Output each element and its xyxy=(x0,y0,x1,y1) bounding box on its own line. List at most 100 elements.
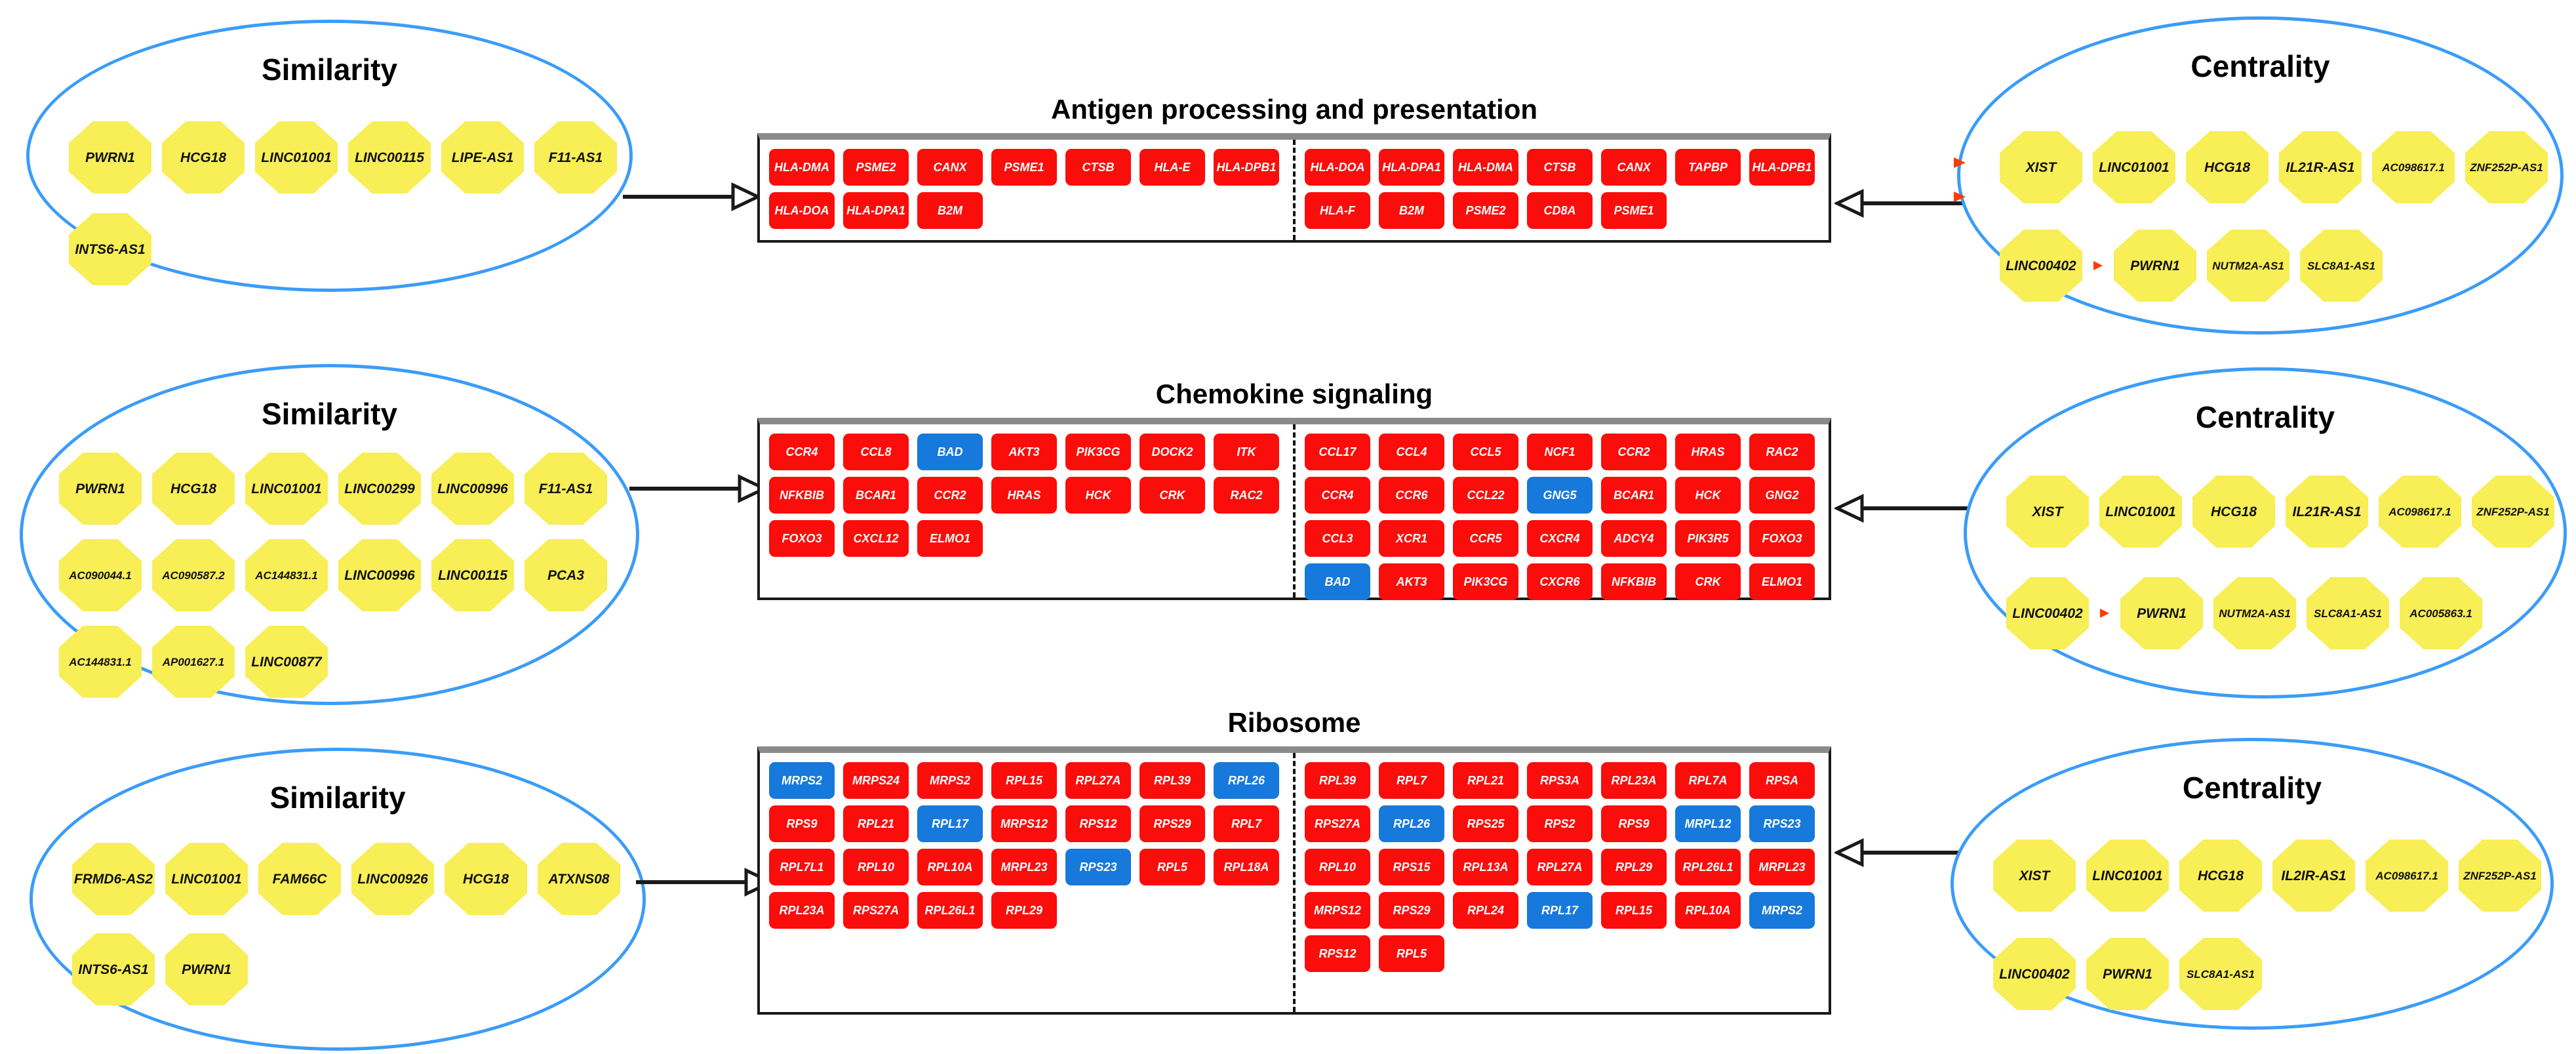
gene-chip: PSME1 xyxy=(1601,192,1667,229)
gene-chip: RPS9 xyxy=(769,805,835,842)
lnc-node: HCG18 xyxy=(2179,840,2262,912)
gene-chip: RPL18A xyxy=(1214,849,1279,885)
lnc-node: LINC00996 xyxy=(431,453,514,525)
gene-chip: HCK xyxy=(1675,477,1741,514)
gene-chip: HLA-DOA xyxy=(1305,149,1370,186)
gene-chip: RPL7 xyxy=(1214,805,1279,842)
gene-chip: PIK3CG xyxy=(1453,563,1518,600)
lnc-node-row: INTS6-AS1 xyxy=(69,213,617,285)
gene-chip: BAD xyxy=(1305,563,1370,600)
gene-chip: RAC2 xyxy=(1749,434,1815,470)
red-tick-icon xyxy=(1954,157,1966,168)
gene-chip: HCK xyxy=(1065,477,1131,514)
lnc-node: PWRN1 xyxy=(59,453,142,525)
gene-chip: RPL7 xyxy=(1379,762,1444,799)
lnc-node: XIST xyxy=(2000,131,2082,203)
lnc-node: F11-AS1 xyxy=(534,121,617,193)
gene-chip: RPS3A xyxy=(1527,762,1593,799)
gene-chip: GNG2 xyxy=(1749,477,1815,514)
lnc-node: XIST xyxy=(1993,840,2076,912)
lnc-node: ZNF252P-AS1 xyxy=(2459,840,2541,912)
lnc-node: PWRN1 xyxy=(165,933,248,1005)
lnc-node: LINC01001 xyxy=(2099,476,2182,548)
gene-chip: CCR5 xyxy=(1453,520,1518,557)
lnc-node: AP001627.1 xyxy=(152,626,235,698)
lnc-node: LINC00402 xyxy=(2006,577,2089,649)
gene-chip: RPL7L1 xyxy=(769,849,835,885)
gene-chip: CTSB xyxy=(1065,149,1131,186)
gene-chip: MRPL23 xyxy=(991,849,1057,885)
lnc-node: AC098617.1 xyxy=(2379,476,2461,548)
gene-chip: RPL29 xyxy=(991,892,1057,929)
lnc-node: F11-AS1 xyxy=(525,453,607,525)
gene-chip: RPL5 xyxy=(1139,849,1205,885)
similarity-to-pathway-arrow xyxy=(623,182,761,211)
gene-chip: CCL4 xyxy=(1379,434,1444,470)
gene-chip: CCL3 xyxy=(1305,520,1370,557)
lnc-node: NUTM2A-AS1 xyxy=(2213,577,2296,649)
lnc-node: AC005863.1 xyxy=(2400,577,2482,649)
gene-chip: PIK3CG xyxy=(1065,434,1131,470)
lnc-node: LINC00402 xyxy=(2000,230,2082,302)
gene-chip: HLA-DMA xyxy=(1453,149,1518,186)
lnc-node: LINC01001 xyxy=(2086,840,2169,912)
gene-chip: RPL24 xyxy=(1453,892,1518,929)
gene-chip: RPL23A xyxy=(1601,762,1667,799)
gene-chip: CRK xyxy=(1675,563,1741,600)
red-mark-icon xyxy=(2100,609,2109,618)
gene-chip: TAPBP xyxy=(1675,149,1741,186)
gene-chip: RPL23A xyxy=(769,892,835,929)
gene-chip: RPL27A xyxy=(1527,849,1593,885)
gene-chip: CCR4 xyxy=(1305,477,1370,514)
gene-chip: MRPS24 xyxy=(843,762,909,799)
gene-chip: CCL8 xyxy=(843,434,909,470)
lnc-node: LINC00402 xyxy=(1993,938,2076,1010)
gene-chip: NFKBIB xyxy=(769,477,835,514)
lnc-node: LINC00115 xyxy=(348,121,431,193)
gene-chip: HLA-DMA xyxy=(769,149,835,186)
lnc-node: LINC00926 xyxy=(351,843,434,915)
gene-chip: FOXO3 xyxy=(1749,520,1815,557)
gene-chip: RPL15 xyxy=(1601,892,1667,929)
gene-chip: HLA-F xyxy=(1305,192,1370,229)
gene-chip: RPS9 xyxy=(1601,805,1667,842)
gene-chip: CANX xyxy=(917,149,983,186)
gene-chip: GNG5 xyxy=(1527,477,1593,514)
gene-chip: HLA-E xyxy=(1139,149,1205,186)
gene-chip: MRPS2 xyxy=(769,762,835,799)
lnc-node: PWRN1 xyxy=(69,121,151,193)
gene-chip: PSME2 xyxy=(1453,192,1518,229)
lnc-node: ATXNS08 xyxy=(538,843,620,915)
lnc-node: LINC01001 xyxy=(2093,131,2175,203)
gene-chip: BCAR1 xyxy=(1601,477,1667,514)
gene-chip: RPL26L1 xyxy=(917,892,983,929)
pathway-title: Ribosome xyxy=(1227,707,1361,738)
gene-chip: MRPS12 xyxy=(991,805,1057,842)
gene-chip: HRAS xyxy=(991,477,1057,514)
gene-chip: RPL29 xyxy=(1601,849,1667,885)
gene-chip: ITK xyxy=(1214,434,1279,470)
gene-chip: CANX xyxy=(1601,149,1667,186)
gene-chip: RPS25 xyxy=(1453,805,1518,842)
lnc-node: IL21R-AS1 xyxy=(2286,476,2368,548)
